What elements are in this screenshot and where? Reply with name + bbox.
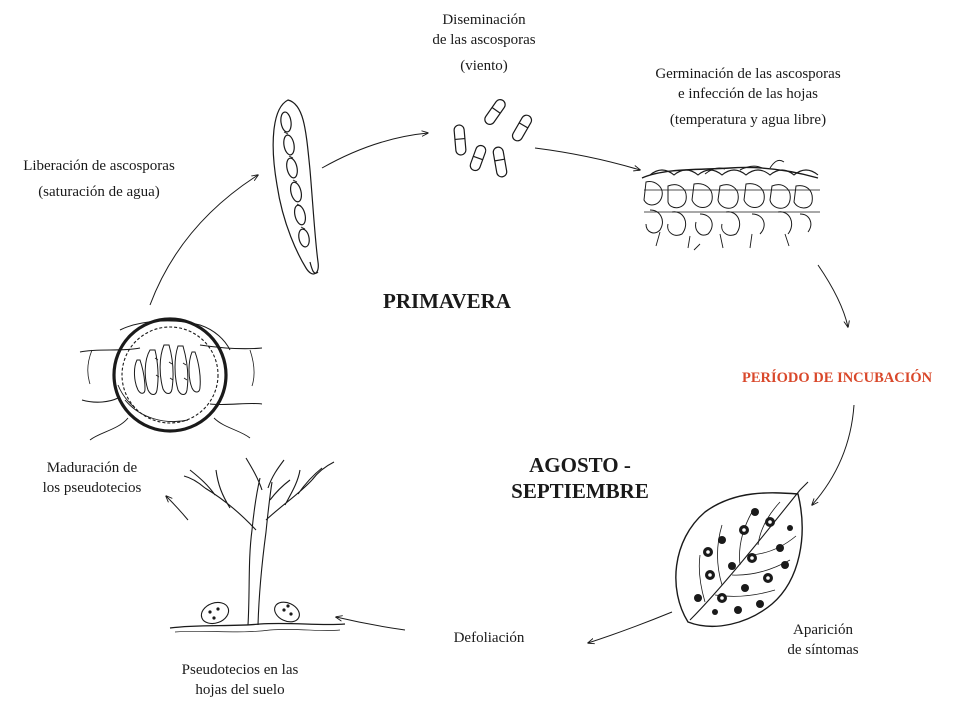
- label-dissemination-line2: de las ascosporas: [432, 32, 536, 48]
- season-spring: PRIMAVERA: [362, 288, 532, 314]
- label-dissemination-line3: (viento): [460, 58, 508, 74]
- label-germination: Germinación de las ascosporas e infecció…: [618, 64, 878, 130]
- arrow-spores-to-tissue: [534, 147, 640, 170]
- label-soil-pseudothecia: Pseudotecios en las hojas del suelo: [150, 660, 330, 700]
- label-release-line1: Liberación de ascosporas: [23, 158, 175, 174]
- label-symptoms: Aparición de síntomas: [768, 620, 878, 660]
- label-germination-line2: e infección de las hojas: [678, 86, 818, 102]
- arrow-defoliation-to-soil: [336, 617, 406, 631]
- season-summer: AGOSTO - SEPTIEMBRE: [490, 452, 670, 504]
- ascus-drawing: [272, 99, 319, 275]
- arrow-release-to-ascus: [149, 175, 258, 306]
- label-maturation-line1: Maduración de: [46, 460, 138, 476]
- label-dissemination-line1: Diseminación: [442, 12, 526, 28]
- label-defoliation: Defoliación: [453, 630, 525, 646]
- arrow-incubation-to-symptoms: [812, 404, 855, 505]
- label-release: Liberación de ascosporas (saturación de …: [4, 156, 194, 202]
- label-germination-line1: Germinación de las ascosporas: [655, 66, 841, 82]
- label-soil-line2: hojas del suelo: [195, 682, 285, 698]
- label-symptoms-line2: de síntomas: [787, 642, 859, 658]
- season-spring-text: PRIMAVERA: [383, 289, 511, 313]
- label-maturation: Maduración de los pseudotecios: [22, 458, 162, 498]
- season-summer-line2: SEPTIEMBRE: [511, 479, 649, 503]
- label-incubation-period: PERÍODO DE INCUBACIÓN: [742, 370, 933, 386]
- label-dissemination: Diseminación de las ascosporas (viento): [412, 10, 556, 76]
- bare-tree-drawing: [169, 457, 346, 633]
- arrow-symptoms-to-defoliation: [588, 611, 673, 643]
- infected-leaf-drawing: [675, 481, 809, 628]
- leaf-tissue-drawing: [641, 159, 820, 251]
- arrow-ascus-to-spores: [321, 133, 428, 169]
- season-summer-line1: AGOSTO -: [529, 453, 631, 477]
- arrow-soil-to-maturation: [166, 496, 189, 521]
- arrow-tissue-to-incubation: [817, 264, 848, 327]
- ascospores-drawing: [453, 99, 533, 178]
- label-soil-line1: Pseudotecios en las: [181, 662, 299, 678]
- pseudothecium-drawing: [79, 317, 263, 441]
- label-maturation-line2: los pseudotecios: [42, 480, 142, 496]
- label-germination-line3: (temperatura y agua libre): [669, 112, 827, 128]
- label-release-line2: (saturación de agua): [38, 184, 160, 200]
- label-symptoms-line1: Aparición: [793, 622, 853, 638]
